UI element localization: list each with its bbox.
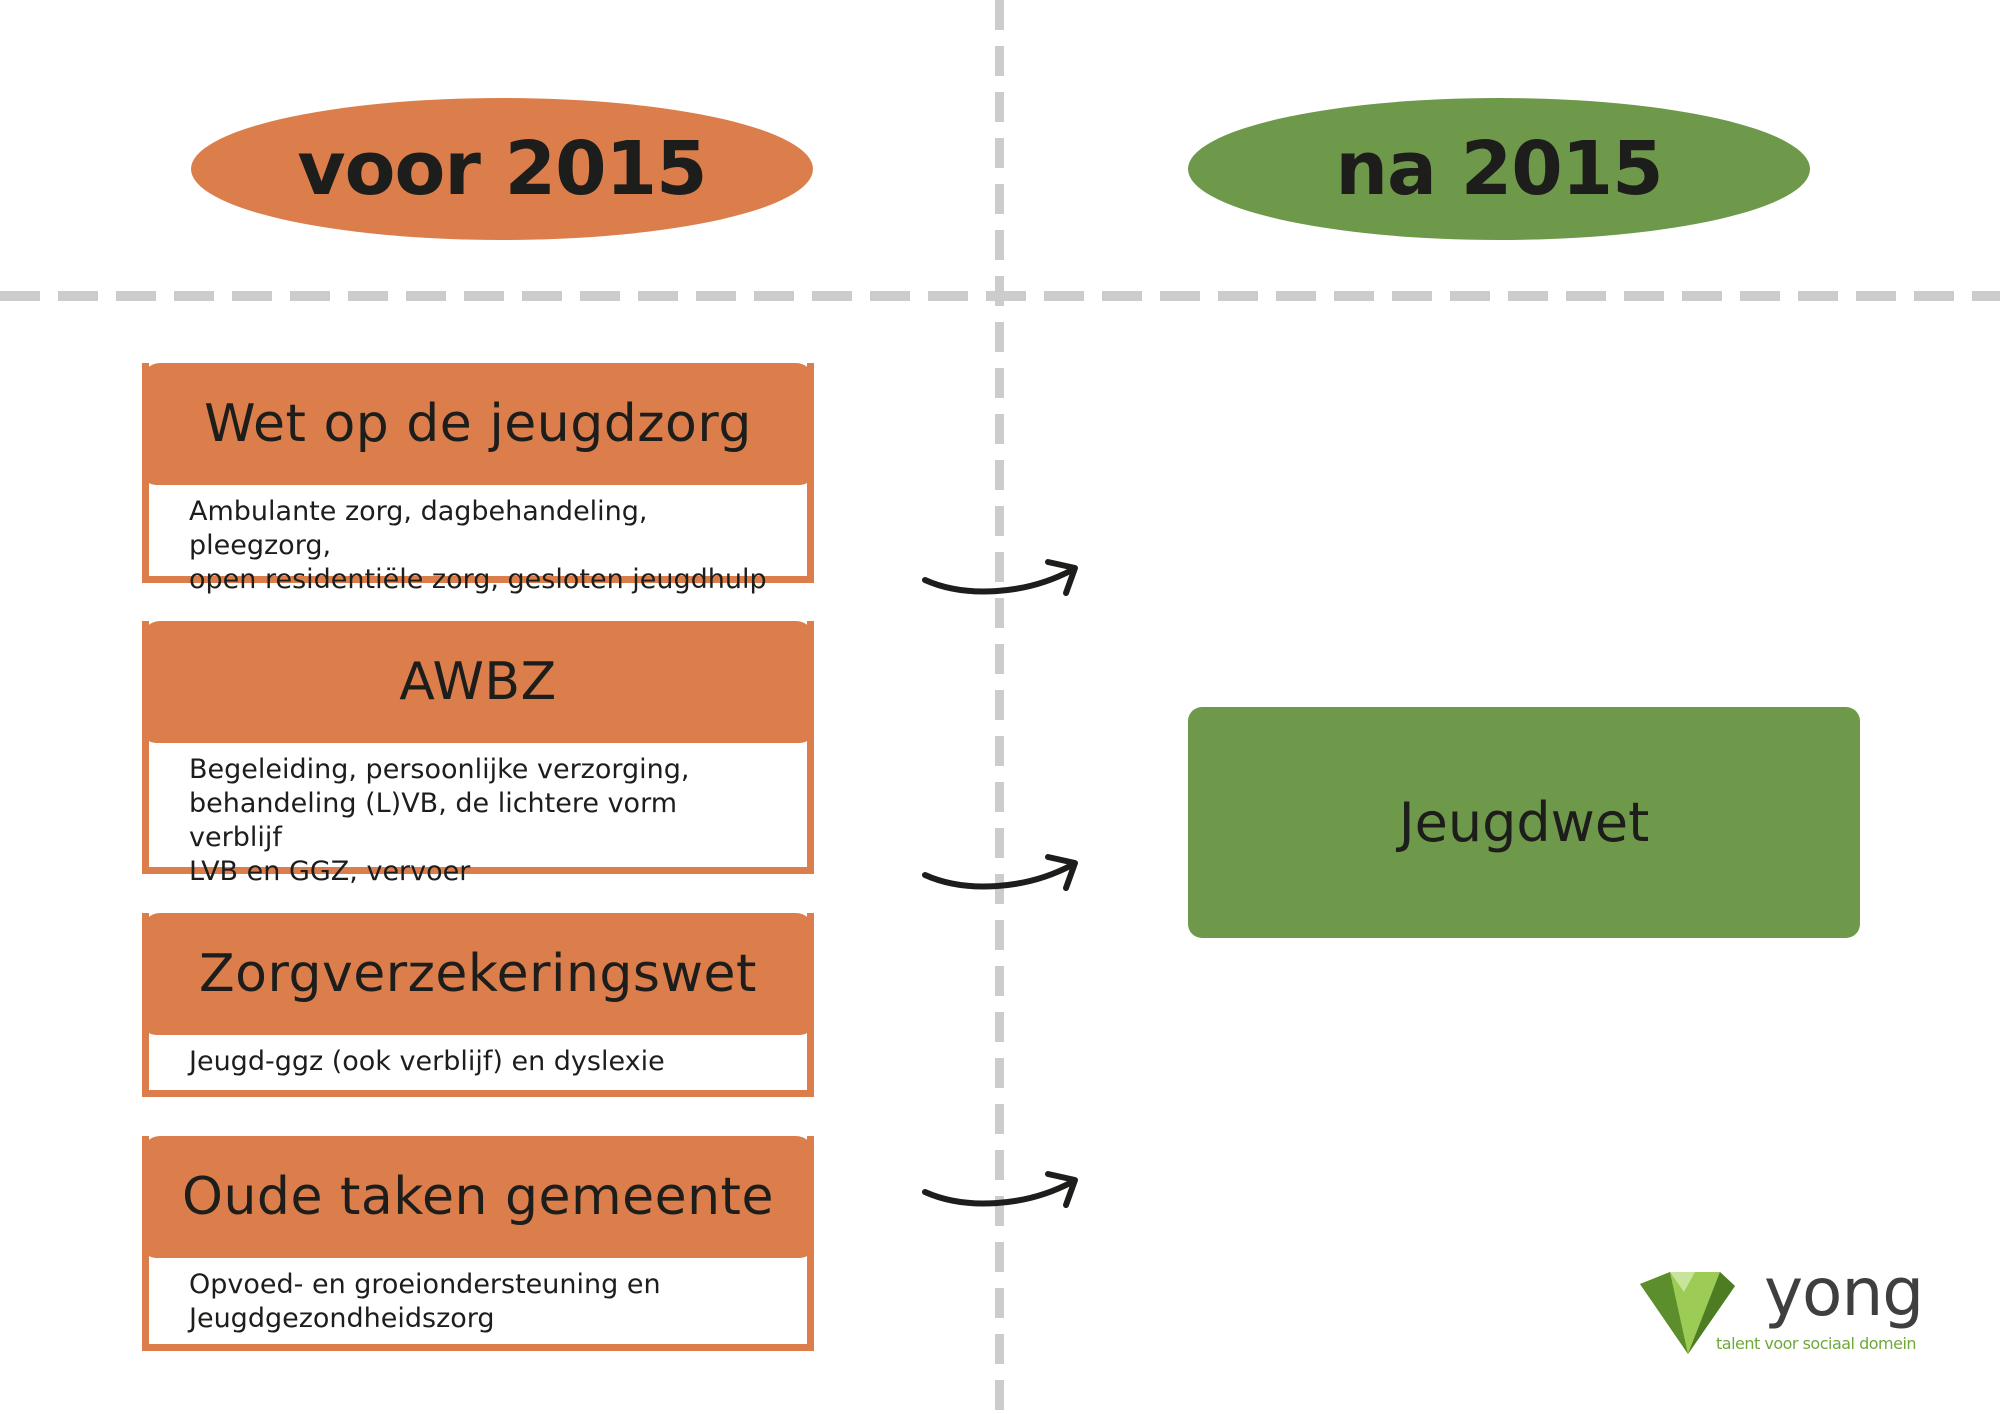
law-description: Opvoed- en groeiondersteuning en Jeugdge… (149, 1258, 807, 1336)
logo-tagline: talent voor sociaal domein (1716, 1334, 1917, 1353)
law-description-line: LVB en GGZ, vervoer (189, 856, 471, 887)
law-description-line: Opvoed- en groeiondersteuning en (189, 1269, 661, 1300)
law-description-line: Begeleiding, persoonlijke verzorging, (189, 754, 690, 785)
gem-icon (1640, 1272, 1735, 1354)
curved-arrow-icon (922, 1171, 1078, 1208)
law-description: Jeugd-ggz (ook verblijf) en dyslexie (149, 1035, 807, 1079)
law-box-oude-taken-gemeente: Oude taken gemeente Opvoed- en groeionde… (142, 1136, 814, 1351)
after-2015-label: na 2015 (1188, 98, 1810, 240)
vertical-divider (995, 0, 1004, 1414)
law-description-line: Jeugdgezondheidszorg (189, 1303, 495, 1334)
law-description-line: Ambulante zorg, dagbehandeling, pleegzor… (189, 496, 648, 561)
law-title: AWBZ (142, 621, 814, 743)
law-title: Zorgverzekeringswet (142, 913, 814, 1035)
law-description-line: open residentiële zorg, gesloten jeugdhu… (189, 564, 767, 595)
law-box-zorgverzekeringswet: Zorgverzekeringswet Jeugd-ggz (ook verbl… (142, 913, 814, 1097)
law-box-awbz: AWBZ Begeleiding, persoonlijke verzorgin… (142, 621, 814, 887)
logo-wordmark: yong (1764, 1254, 1924, 1331)
jeugdwet-box: Jeugdwet (1188, 707, 1860, 938)
law-title: Oude taken gemeente (142, 1136, 814, 1258)
law-description: Begeleiding, persoonlijke verzorging, be… (149, 743, 807, 889)
curved-arrow-icon (922, 854, 1078, 891)
before-2015-label: voor 2015 (191, 98, 813, 240)
curved-arrow-icon (922, 559, 1078, 596)
law-description: Ambulante zorg, dagbehandeling, pleegzor… (149, 485, 807, 597)
law-box-wet-op-de-jeugdzorg: Wet op de jeugdzorg Ambulante zorg, dagb… (142, 363, 814, 595)
law-title: Wet op de jeugdzorg (142, 363, 814, 485)
law-description-line: Jeugd-ggz (ook verblijf) en dyslexie (189, 1046, 665, 1077)
law-description-line: behandeling (L)VB, de lichtere vorm verb… (189, 788, 677, 853)
yong-logo: yong talent voor sociaal domein (1640, 1254, 1940, 1354)
